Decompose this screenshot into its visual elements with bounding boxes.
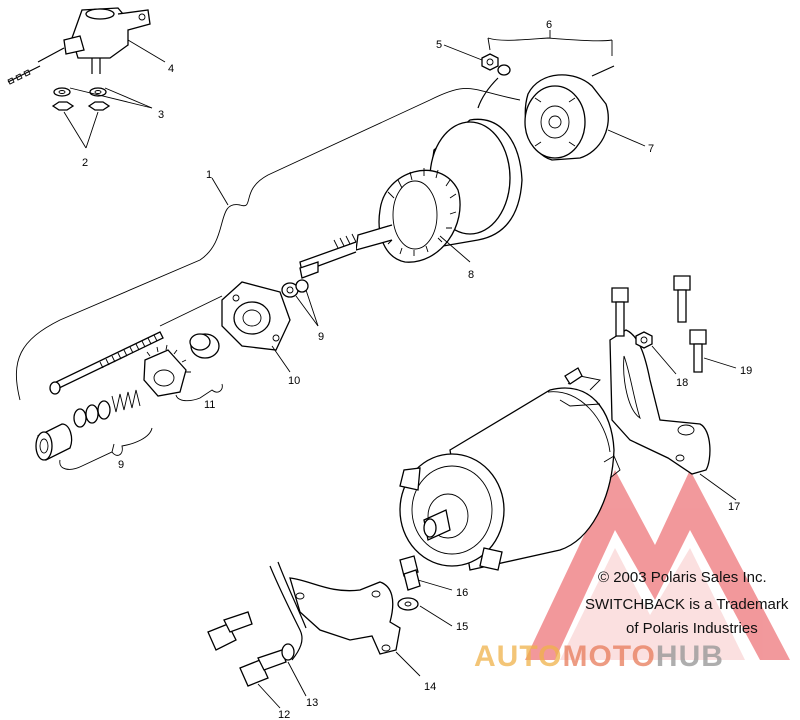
drive-end-plate bbox=[221, 281, 291, 373]
watermark-text: AUTOMOTOHUB bbox=[474, 640, 724, 674]
callout-8: 8 bbox=[468, 269, 474, 281]
callout-17: 17 bbox=[728, 501, 740, 513]
callout-labels: 1 2 3 4 5 6 7 8 9 9 10 11 12 13 14 15 16… bbox=[82, 19, 752, 720]
callout-5: 5 bbox=[436, 39, 442, 51]
callout-18: 18 bbox=[676, 377, 688, 389]
solenoid bbox=[7, 7, 166, 85]
callout-11: 11 bbox=[204, 399, 215, 411]
callout-3: 3 bbox=[158, 109, 164, 121]
callout-19: 19 bbox=[740, 365, 752, 377]
washers-9 bbox=[281, 279, 319, 327]
end-cap-assembly bbox=[443, 44, 646, 161]
callout-2: 2 bbox=[82, 157, 88, 169]
lower-bracket bbox=[269, 561, 421, 677]
watermark-moto: MOTO bbox=[562, 640, 656, 673]
bushing-spring-set bbox=[35, 389, 153, 470]
callout-1: 1 bbox=[206, 169, 212, 181]
callout-13: 13 bbox=[306, 697, 318, 709]
group-6-bracket bbox=[487, 37, 613, 42]
starter-motor bbox=[399, 367, 621, 571]
bolts-19-and-nut-18 bbox=[611, 275, 737, 375]
group-1-bracket bbox=[16, 88, 521, 401]
watermark-auto: AUTO bbox=[474, 640, 563, 673]
copyright-line-1: © 2003 Polaris Sales Inc. bbox=[598, 569, 767, 586]
callout-16: 16 bbox=[456, 587, 468, 599]
watermark-logo bbox=[525, 470, 790, 660]
callout-7: 7 bbox=[648, 143, 654, 155]
pinion-gear-set bbox=[143, 333, 223, 402]
callout-4: 4 bbox=[168, 63, 174, 75]
armature-housing bbox=[299, 118, 523, 279]
nuts-and-washers bbox=[51, 87, 153, 149]
callout-15: 15 bbox=[456, 621, 468, 633]
callout-6: 6 bbox=[546, 19, 552, 31]
threaded-shaft bbox=[49, 295, 223, 395]
callout-14: 14 bbox=[424, 681, 436, 693]
copyright-line-2: SWITCHBACK is a Trademark bbox=[585, 596, 789, 613]
watermark-hub: HUB bbox=[655, 640, 724, 673]
callout-10: 10 bbox=[288, 375, 300, 387]
callout-9a: 9 bbox=[318, 331, 324, 343]
callout-9b: 9 bbox=[118, 459, 124, 471]
bolts-12-13 bbox=[207, 611, 307, 709]
copyright-line-3: of Polaris Industries bbox=[626, 620, 758, 637]
bolt-16-washer-15 bbox=[397, 555, 453, 627]
callout-12: 12 bbox=[278, 709, 290, 720]
